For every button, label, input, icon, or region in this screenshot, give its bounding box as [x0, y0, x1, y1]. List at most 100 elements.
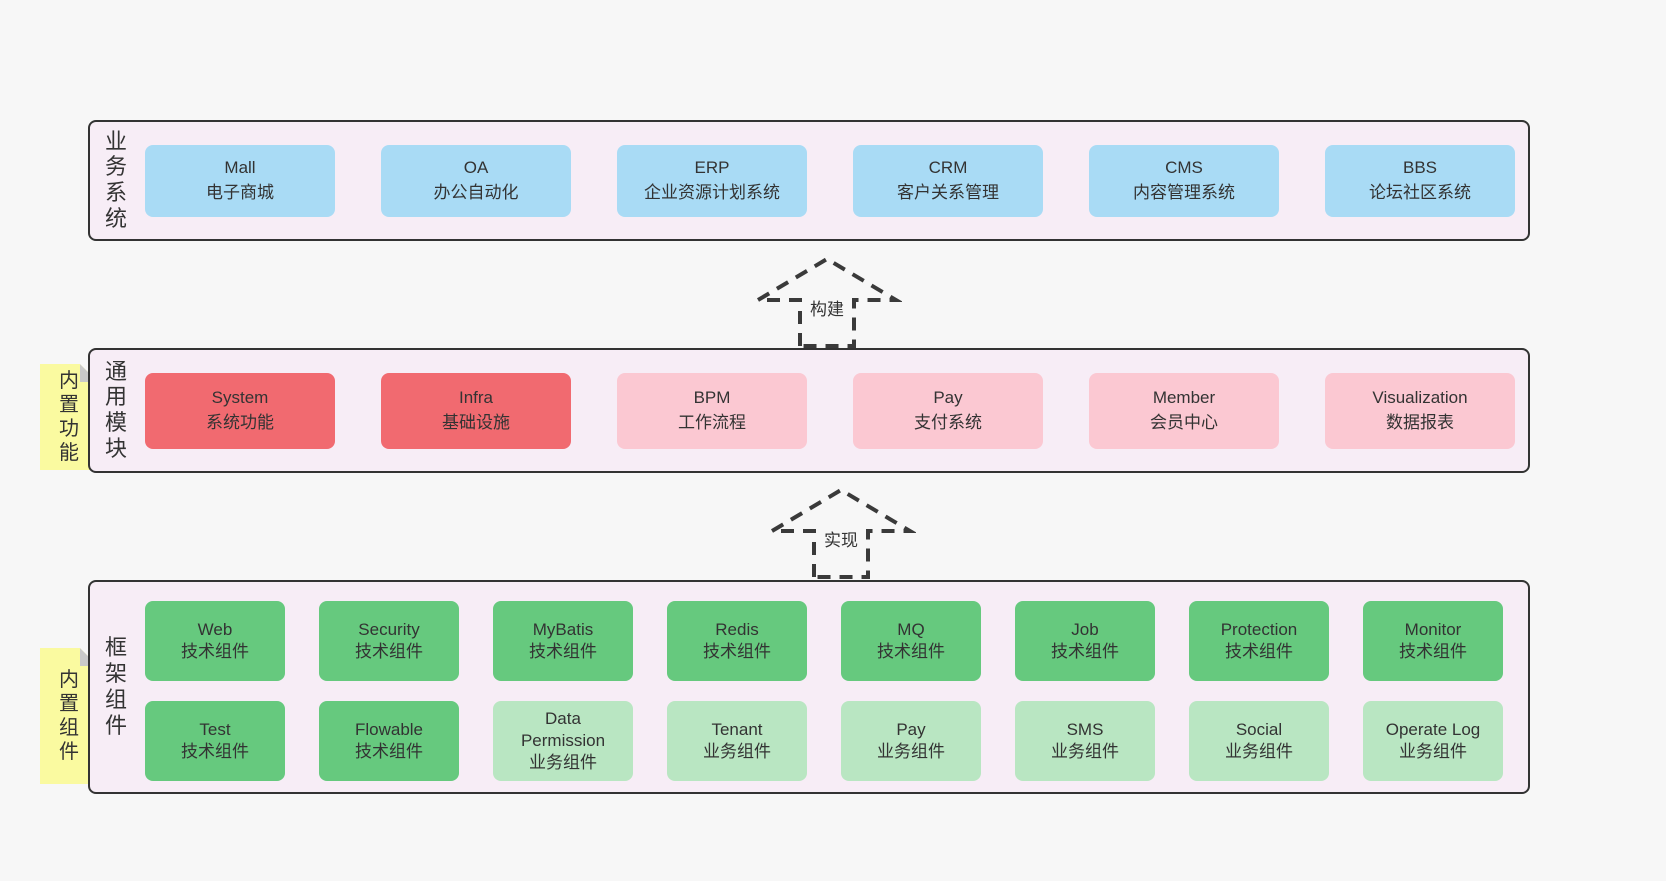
- box-title: System: [211, 387, 269, 407]
- business-box-cms: CMS 内容管理系统: [1089, 144, 1279, 217]
- box-title: Monitor: [1404, 619, 1462, 639]
- box-title: Redis: [715, 619, 759, 639]
- box-subtitle: 支付系统: [914, 412, 982, 432]
- box-title: BPM: [693, 387, 731, 407]
- box-title: CRM: [928, 157, 968, 177]
- dashed-up-arrow-icon: [766, 487, 916, 579]
- box-subtitle: 业务组件: [1399, 742, 1467, 761]
- component-box-flowable: Flowable 技术组件: [319, 701, 459, 781]
- box-subtitle: 技术组件: [1051, 642, 1119, 661]
- box-title: Data Permission: [520, 708, 606, 750]
- box-subtitle: 会员中心: [1150, 412, 1218, 432]
- box-title: Pay: [933, 387, 963, 407]
- component-box-operate-log: Operate Log 业务组件: [1363, 701, 1503, 781]
- business-box-crm: CRM 客户关系管理: [853, 144, 1043, 217]
- box-subtitle: 办公自动化: [433, 182, 519, 202]
- box-title: CMS: [1165, 157, 1203, 177]
- box-title: MyBatis: [532, 619, 594, 639]
- component-box-protection: Protection 技术组件: [1189, 601, 1329, 681]
- component-box-tenant: Tenant 业务组件: [667, 701, 807, 781]
- component-box-security: Security 技术组件: [319, 601, 459, 681]
- box-title: Protection: [1220, 619, 1298, 639]
- box-title: MQ: [897, 619, 925, 639]
- box-title: Social: [1235, 719, 1283, 739]
- box-subtitle: 技术组件: [529, 642, 597, 661]
- module-box-pay: Pay 支付系统: [853, 372, 1043, 449]
- box-subtitle: 论坛社区系统: [1369, 182, 1471, 202]
- dashed-up-arrow-icon: [752, 256, 902, 348]
- module-box-visualization: Visualization 数据报表: [1325, 372, 1515, 449]
- box-subtitle: 技术组件: [1225, 642, 1293, 661]
- box-title: Tenant: [711, 719, 763, 739]
- box-title: SMS: [1066, 719, 1104, 739]
- box-subtitle: 技术组件: [181, 642, 249, 661]
- box-subtitle: 企业资源计划系统: [644, 182, 780, 202]
- band-framework-components: 框架组件 Web 技术组件 Security 技术组件 MyBatis 技术组件…: [88, 580, 1530, 794]
- business-box-mall: Mall 电子商城: [145, 144, 335, 217]
- component-box-web: Web 技术组件: [145, 601, 285, 681]
- band-label-common-modules: 通用模块: [105, 358, 128, 462]
- arrow-label: 实现: [821, 525, 861, 551]
- module-box-member: Member 会员中心: [1089, 372, 1279, 449]
- component-box-redis: Redis 技术组件: [667, 601, 807, 681]
- box-title: Test: [199, 719, 231, 739]
- box-title: Job: [1071, 619, 1099, 639]
- component-box-social: Social 业务组件: [1189, 701, 1329, 781]
- business-box-oa: OA 办公自动化: [381, 144, 571, 217]
- box-subtitle: 内容管理系统: [1133, 182, 1235, 202]
- box-title: Security: [358, 619, 420, 639]
- component-box-data-permission: Data Permission 业务组件: [493, 701, 633, 781]
- box-subtitle: 基础设施: [442, 412, 510, 432]
- band-common-modules: 通用模块 System 系统功能 Infra 基础设施 BPM 工作流程 Pay…: [88, 348, 1530, 473]
- box-subtitle: 技术组件: [877, 642, 945, 661]
- component-row-business: Test 技术组件 Flowable 技术组件 Data Permission …: [145, 701, 1503, 781]
- box-subtitle: 技术组件: [355, 642, 423, 661]
- component-row-tech: Web 技术组件 Security 技术组件 MyBatis 技术组件 Redi…: [145, 601, 1503, 681]
- band-label-business-systems: 业务系统: [105, 128, 128, 232]
- component-box-pay: Pay 业务组件: [841, 701, 981, 781]
- box-subtitle: 技术组件: [181, 742, 249, 761]
- box-subtitle: 业务组件: [1225, 742, 1293, 761]
- box-subtitle: 业务组件: [529, 753, 597, 773]
- business-box-bbs: BBS 论坛社区系统: [1325, 144, 1515, 217]
- box-title: Mall: [224, 157, 256, 177]
- component-box-monitor: Monitor 技术组件: [1363, 601, 1503, 681]
- module-box-bpm: BPM 工作流程: [617, 372, 807, 449]
- box-title: ERP: [694, 157, 730, 177]
- build-arrow: 构建: [752, 256, 902, 348]
- box-title: Infra: [458, 387, 494, 407]
- box-title: Member: [1152, 387, 1216, 407]
- box-title: OA: [463, 157, 489, 177]
- box-subtitle: 客户关系管理: [897, 182, 999, 202]
- box-title: Pay: [896, 719, 926, 739]
- box-title: Visualization: [1372, 387, 1468, 407]
- box-subtitle: 业务组件: [877, 742, 945, 761]
- module-box-system: System 系统功能: [145, 372, 335, 449]
- business-boxes-row: Mall 电子商城 OA 办公自动化 ERP 企业资源计划系统 CRM 客户关系…: [145, 144, 1515, 217]
- module-box-infra: Infra 基础设施: [381, 372, 571, 449]
- module-boxes-row: System 系统功能 Infra 基础设施 BPM 工作流程 Pay 支付系统…: [145, 372, 1515, 449]
- box-subtitle: 业务组件: [703, 742, 771, 761]
- box-subtitle: 技术组件: [355, 742, 423, 761]
- box-subtitle: 系统功能: [206, 412, 274, 432]
- box-subtitle: 业务组件: [1051, 742, 1119, 761]
- component-box-mybatis: MyBatis 技术组件: [493, 601, 633, 681]
- box-title: Flowable: [354, 719, 424, 739]
- box-subtitle: 技术组件: [703, 642, 771, 661]
- business-box-erp: ERP 企业资源计划系统: [617, 144, 807, 217]
- box-title: Operate Log: [1385, 719, 1481, 739]
- band-business-systems: 业务系统 Mall 电子商城 OA 办公自动化 ERP 企业资源计划系统 CRM…: [88, 120, 1530, 241]
- component-box-test: Test 技术组件: [145, 701, 285, 781]
- box-title: Web: [197, 619, 233, 639]
- box-subtitle: 数据报表: [1386, 412, 1454, 432]
- implement-arrow: 实现: [766, 487, 916, 579]
- sticky-note-label: 内置功能: [59, 370, 79, 464]
- component-box-sms: SMS 业务组件: [1015, 701, 1155, 781]
- band-label-framework-components: 框架组件: [105, 635, 128, 738]
- box-subtitle: 技术组件: [1399, 642, 1467, 661]
- component-box-job: Job 技术组件: [1015, 601, 1155, 681]
- sticky-note-label: 内置组件: [59, 669, 79, 763]
- box-subtitle: 电子商城: [206, 182, 274, 202]
- arrow-label: 构建: [807, 294, 847, 320]
